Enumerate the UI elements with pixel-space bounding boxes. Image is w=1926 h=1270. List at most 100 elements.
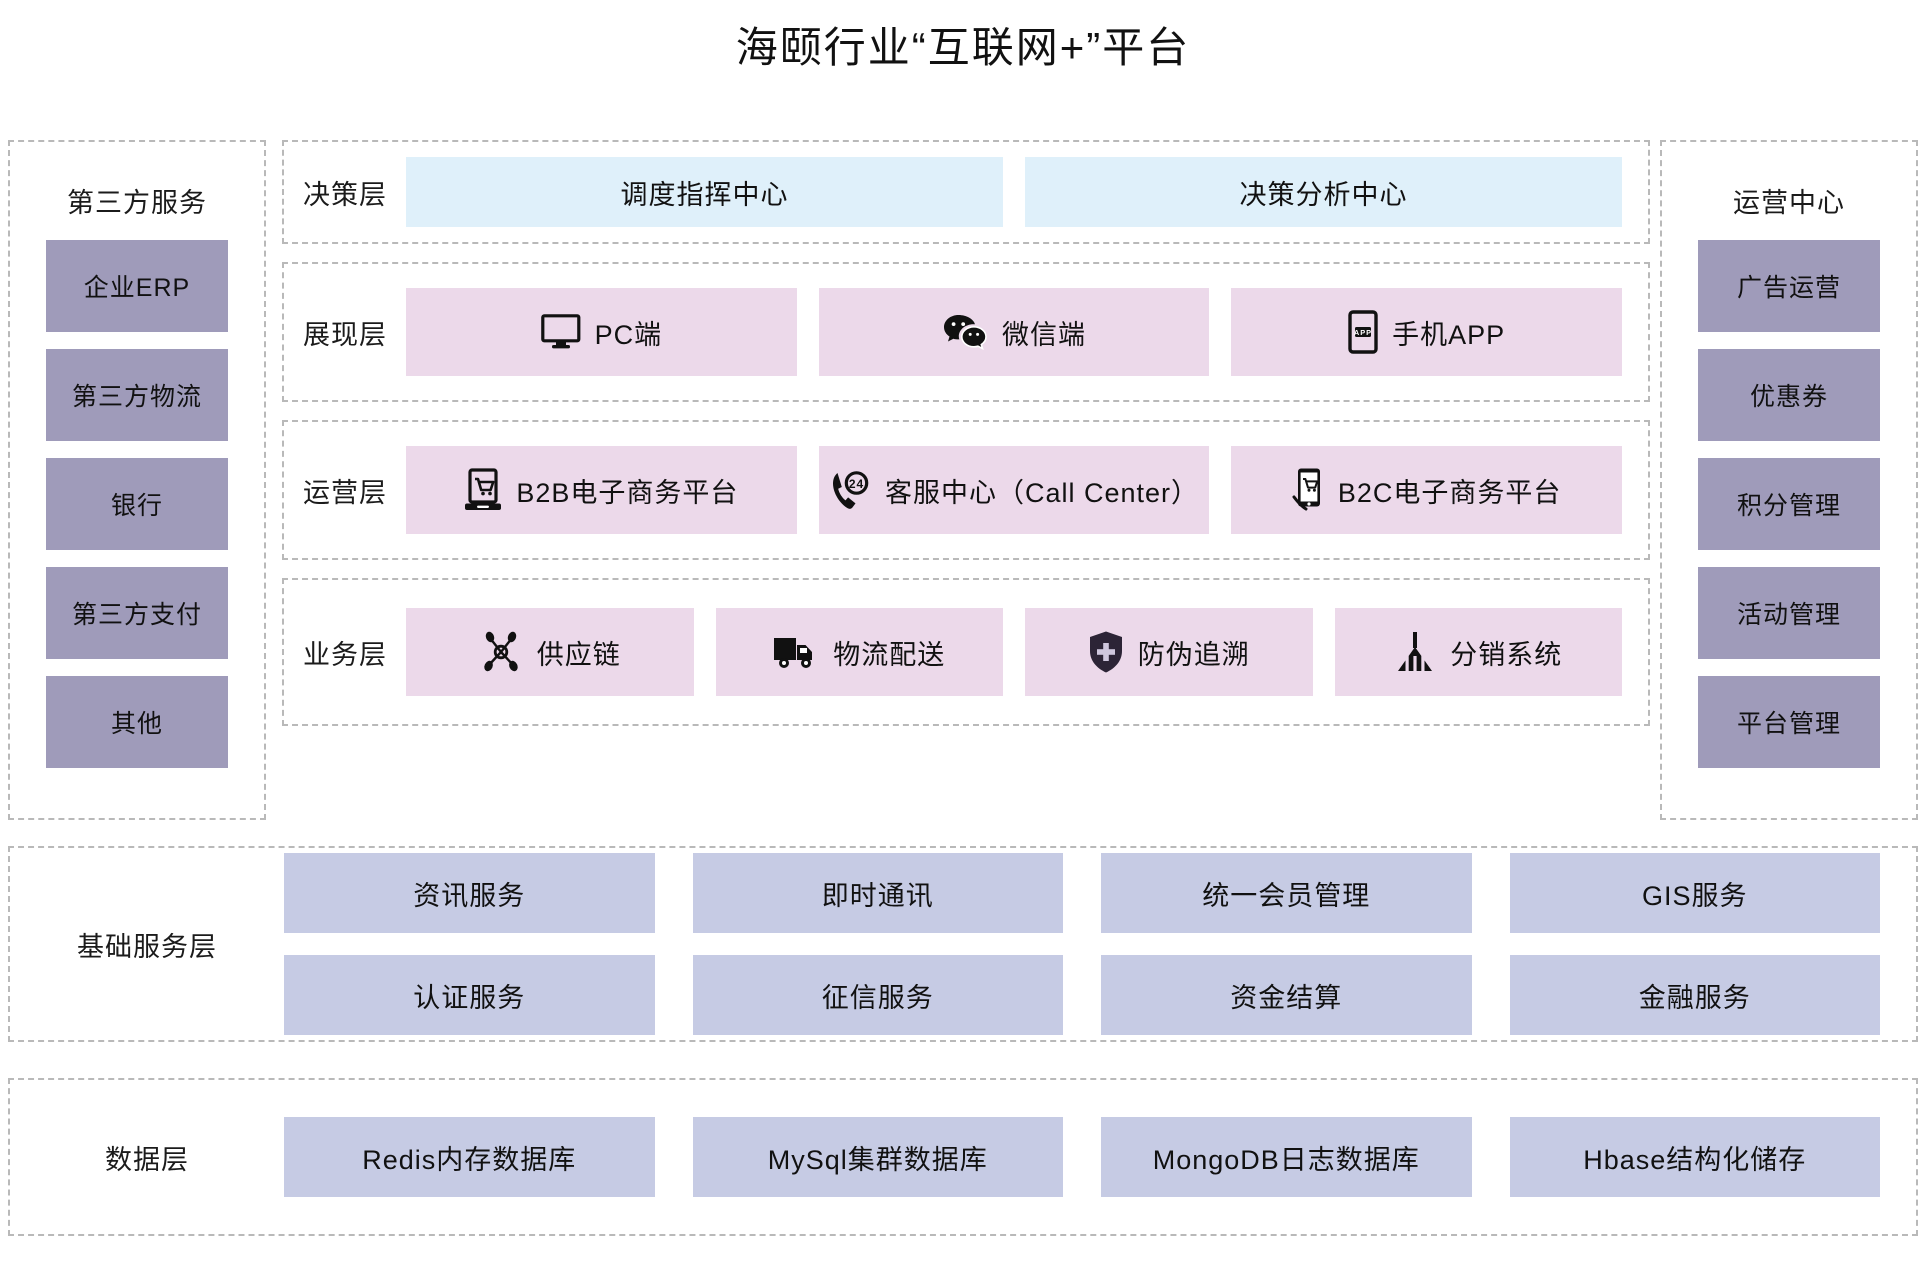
cell-label: 决策分析中心 — [1239, 179, 1408, 210]
cell-label: 调度指挥中心 — [620, 179, 789, 210]
cell-label: PC端 — [594, 319, 663, 350]
data-layer-label: 数据层 — [105, 1144, 189, 1175]
cell-label: Redis内存数据库 — [362, 1144, 577, 1175]
svg-text:APP: APP — [1354, 328, 1372, 337]
cell-label: 征信服务 — [821, 982, 934, 1013]
third-party-item-logistics[interactable]: 第三方物流 — [46, 349, 228, 441]
cell-dispatch-command-center[interactable]: 调度指挥中心 — [406, 157, 1003, 227]
cell-label: B2C电子商务平台 — [1337, 477, 1562, 508]
cell-instant-messaging[interactable]: 即时通讯 — [692, 853, 1063, 933]
business-layer-label: 业务层 — [303, 639, 387, 670]
operation-center-column: 运营中心 广告运营 优惠券 积分管理 活动管理 平台管理 — [1660, 140, 1918, 820]
third-party-services-header: 第三方服务 — [67, 188, 207, 218]
cell-anti-counterfeit-trace[interactable]: 防伪追溯 — [1025, 608, 1313, 696]
cell-label: 手机APP — [1392, 319, 1506, 350]
cell-label: 统一会员管理 — [1202, 880, 1371, 911]
operation-layer: 运营层 B2B电子商务平台 — [282, 420, 1650, 560]
basic-service-layer-label: 基础服务层 — [77, 931, 217, 962]
side-item-label: 广告运营 — [1736, 274, 1841, 302]
basic-service-layer-body: 资讯服务 即时通讯 统一会员管理 GIS服务 认证服务 征信服务 — [284, 853, 1916, 1035]
center-layer-stack: 决策层 调度指挥中心 决策分析中心 展现层 — [282, 140, 1650, 744]
cell-authentication-service[interactable]: 认证服务 — [284, 955, 655, 1035]
operation-item-platform[interactable]: 平台管理 — [1698, 676, 1880, 768]
operation-item-campaign[interactable]: 活动管理 — [1698, 567, 1880, 659]
laptop-cart-icon — [464, 468, 502, 512]
side-item-label: 第三方物流 — [71, 383, 202, 411]
operation-item-coupon[interactable]: 优惠券 — [1698, 349, 1880, 441]
operation-center-header: 运营中心 — [1733, 188, 1845, 218]
cell-financial-service[interactable]: 金融服务 — [1509, 955, 1880, 1035]
cell-mongodb-log-db[interactable]: MongoDB日志数据库 — [1101, 1117, 1472, 1197]
cell-supply-chain[interactable]: 供应链 — [406, 608, 694, 696]
cell-label: 金融服务 — [1638, 982, 1751, 1013]
cell-news-service[interactable]: 资讯服务 — [284, 853, 655, 933]
side-item-label: 第三方支付 — [71, 601, 202, 629]
cell-label: 分销系统 — [1450, 639, 1563, 670]
cell-label: GIS服务 — [1641, 880, 1748, 911]
monitor-icon — [540, 314, 581, 350]
cell-mobile-app[interactable]: APP 手机APP — [1231, 288, 1623, 376]
operation-layer-cells: B2B电子商务平台 24 客服中心（Call Center） — [406, 446, 1648, 534]
operation-layer-label: 运营层 — [303, 477, 387, 508]
operation-item-ad-operation[interactable]: 广告运营 — [1698, 240, 1880, 332]
cell-hbase-structured-storage[interactable]: Hbase结构化储存 — [1509, 1117, 1880, 1197]
cell-label: 供应链 — [536, 639, 621, 670]
cell-fund-settlement[interactable]: 资金结算 — [1101, 955, 1472, 1035]
wechat-icon — [942, 313, 988, 351]
cell-label: 客服中心（Call Center） — [884, 477, 1200, 508]
cell-label: 物流配送 — [833, 639, 946, 670]
side-item-label: 优惠券 — [1749, 383, 1828, 411]
cell-pc-client[interactable]: PC端 — [406, 288, 797, 376]
page-title: 海颐行业“互联网+”平台 — [735, 24, 1191, 71]
third-party-services-column: 第三方服务 企业ERP 第三方物流 银行 第三方支付 其他 — [8, 140, 266, 820]
third-party-item-bank[interactable]: 银行 — [46, 458, 228, 550]
network-icon — [479, 631, 523, 673]
mobile-cart-icon — [1292, 467, 1324, 513]
cell-decision-analysis-center[interactable]: 决策分析中心 — [1025, 157, 1622, 227]
third-party-item-enterprise-erp[interactable]: 企业ERP — [46, 240, 228, 332]
presentation-layer: 展现层 PC端 — [282, 262, 1650, 402]
truck-icon — [773, 634, 819, 670]
cell-label: 防伪追溯 — [1137, 639, 1250, 670]
cell-gis-service[interactable]: GIS服务 — [1509, 853, 1880, 933]
cell-call-center[interactable]: 24 客服中心（Call Center） — [818, 446, 1210, 534]
cell-label: Hbase结构化储存 — [1583, 1144, 1807, 1175]
cell-b2b-ecommerce-platform[interactable]: B2B电子商务平台 — [406, 446, 797, 534]
cell-label: 即时通讯 — [821, 880, 934, 911]
cell-label: 资金结算 — [1230, 982, 1343, 1013]
data-layer-body: Redis内存数据库 MySql集群数据库 MongoDB日志数据库 Hbase… — [284, 1117, 1916, 1197]
basic-service-layer: 基础服务层 资讯服务 即时通讯 统一会员管理 GIS服务 认证服务 — [8, 846, 1918, 1042]
side-item-label: 活动管理 — [1736, 601, 1841, 629]
decision-layer: 决策层 调度指挥中心 决策分析中心 — [282, 140, 1650, 244]
cell-credit-service[interactable]: 征信服务 — [692, 955, 1063, 1035]
svg-text:24: 24 — [849, 477, 864, 491]
side-item-label: 平台管理 — [1736, 710, 1841, 738]
side-item-label: 其他 — [110, 710, 163, 738]
side-item-label: 企业ERP — [83, 274, 191, 302]
basic-service-row-2: 认证服务 征信服务 资金结算 金融服务 — [284, 955, 1880, 1035]
phone-24-icon: 24 — [829, 468, 871, 512]
decision-layer-cells: 调度指挥中心 决策分析中心 — [406, 157, 1648, 227]
data-layer-row-1: Redis内存数据库 MySql集群数据库 MongoDB日志数据库 Hbase… — [284, 1117, 1880, 1197]
cell-label: 资讯服务 — [413, 880, 526, 911]
cell-unified-member-management[interactable]: 统一会员管理 — [1101, 853, 1472, 933]
third-party-item-payment[interactable]: 第三方支付 — [46, 567, 228, 659]
cell-redis-memory-db[interactable]: Redis内存数据库 — [284, 1117, 655, 1197]
business-layer: 业务层 — [282, 578, 1650, 726]
operation-item-points[interactable]: 积分管理 — [1698, 458, 1880, 550]
decision-layer-label: 决策层 — [303, 179, 387, 210]
distribution-icon — [1394, 630, 1436, 674]
presentation-layer-label: 展现层 — [303, 319, 387, 350]
cell-distribution-system[interactable]: 分销系统 — [1334, 608, 1622, 696]
cell-label: 认证服务 — [413, 982, 526, 1013]
cell-mysql-cluster-db[interactable]: MySql集群数据库 — [692, 1117, 1063, 1197]
cell-b2c-ecommerce-platform[interactable]: B2C电子商务平台 — [1231, 446, 1623, 534]
business-layer-cells: 供应链 物流配送 — [406, 608, 1648, 696]
basic-service-row-1: 资讯服务 即时通讯 统一会员管理 GIS服务 — [284, 853, 1880, 933]
mobile-app-icon: APP — [1348, 310, 1378, 354]
cell-wechat-client[interactable]: 微信端 — [818, 288, 1210, 376]
cell-logistics-delivery[interactable]: 物流配送 — [715, 608, 1003, 696]
cell-label: MongoDB日志数据库 — [1152, 1144, 1420, 1175]
third-party-item-other[interactable]: 其他 — [46, 676, 228, 768]
